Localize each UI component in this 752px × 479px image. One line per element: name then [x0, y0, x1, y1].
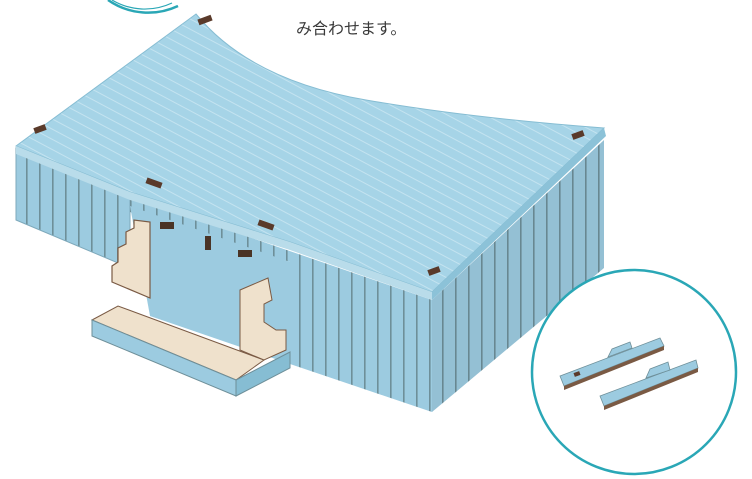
roof-slot: [571, 130, 585, 140]
instruction-line-main: み合わせます。: [296, 19, 407, 38]
roof-slots: [33, 14, 585, 276]
entrance-floor: [90, 277, 291, 397]
right-wall: [432, 140, 604, 412]
instruction-caption: み合わせます。: [296, 0, 736, 40]
entrance-wood-panel: [111, 219, 151, 299]
roof-slot: [33, 124, 47, 134]
roof-slot: [145, 177, 163, 189]
wall-slot: [160, 222, 174, 229]
roof: [14, 13, 606, 300]
roof-slot: [257, 219, 275, 231]
roof-slot: [197, 14, 213, 26]
roof-slot: [427, 266, 441, 276]
step-circle-icon: [107, 0, 179, 14]
roof-tab-part: [599, 359, 699, 410]
detail-callout: [530, 268, 738, 476]
wall-slot: [205, 236, 211, 250]
wall-slot: [238, 250, 252, 257]
roof-tab-part: [559, 337, 665, 390]
front-wall: [130, 196, 432, 412]
